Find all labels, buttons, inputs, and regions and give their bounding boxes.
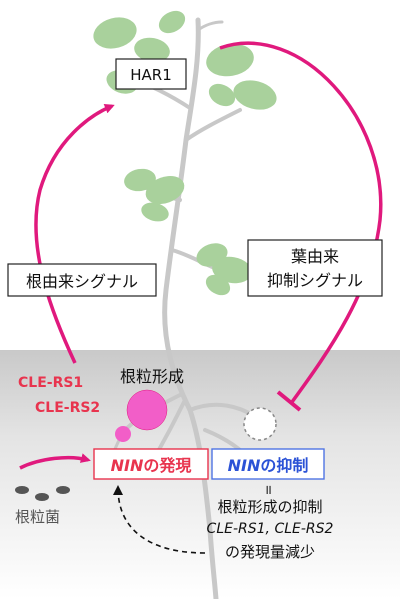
nodule-large bbox=[126, 389, 168, 431]
leaf-signal-label-line2: 抑制シグナル bbox=[267, 271, 363, 290]
equals-mark: ॥ bbox=[264, 483, 272, 498]
root-signal-label: 根由来シグナル bbox=[26, 272, 138, 291]
nin-suppression-label: NINの抑制 bbox=[228, 456, 309, 475]
inhibition-bar bbox=[276, 390, 302, 412]
leaf-signal-label-line1: 葉由来 bbox=[291, 247, 339, 266]
nin-suppression-suffix: の抑制 bbox=[260, 456, 308, 475]
leaf-signal-box bbox=[247, 239, 383, 297]
nin-expression-gene: NIN bbox=[111, 456, 144, 475]
har1-box bbox=[115, 58, 187, 90]
nin-expression-suffix: の発現 bbox=[143, 456, 191, 475]
leaves bbox=[93, 10, 277, 296]
leaf-signal-inhibition-line bbox=[219, 41, 383, 404]
root-signal-arrow bbox=[34, 104, 115, 364]
nin-suppression-gene: NIN bbox=[228, 456, 261, 475]
nin-expression-label: NINの発現 bbox=[111, 456, 192, 475]
cle-rs1-label: CLE-RS1 bbox=[18, 375, 83, 391]
nodulation-label: 根粒形成 bbox=[120, 367, 184, 386]
nin-expression-box bbox=[93, 448, 209, 480]
har1-label: HAR1 bbox=[130, 66, 172, 84]
rhizobia-cells bbox=[15, 486, 70, 501]
suppression-line1: 根粒形成の抑制 bbox=[217, 498, 322, 516]
cle-rs2-label: CLE-RS2 bbox=[35, 400, 100, 416]
root-signal-box bbox=[7, 263, 157, 297]
feedback-dashed-arrow bbox=[113, 485, 206, 554]
nodule-suppressed bbox=[243, 407, 277, 441]
nin-suppression-box bbox=[211, 448, 325, 480]
rhizobia-label: 根粒菌 bbox=[15, 508, 60, 526]
rhizobia-signal-arrow bbox=[19, 453, 91, 470]
nodule-small bbox=[115, 426, 131, 442]
suppression-line3: の発現量減少 bbox=[225, 543, 315, 561]
suppression-line2: CLE-RS1, CLE-RS2 bbox=[207, 521, 334, 537]
